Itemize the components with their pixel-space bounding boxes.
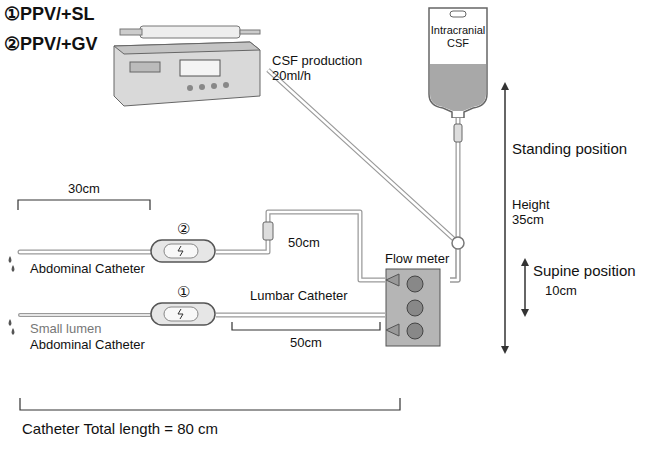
annotation-label: ①PPV/+SL <box>4 4 95 25</box>
node-label: CSF production 20ml/h <box>272 54 372 84</box>
annotation-label: Abdominal Catheter <box>30 338 145 353</box>
annotation-label: Lumbar Catheter <box>250 289 348 304</box>
valve: ② <box>150 220 216 263</box>
annotation-label: Standing position <box>512 140 627 157</box>
annotation-label: Abdominal Catheter <box>30 262 145 277</box>
dimension-bracket <box>18 200 400 410</box>
annotation-label: 10cm <box>545 284 577 299</box>
junction <box>452 237 464 249</box>
flow-meter: Flow meter <box>385 252 450 347</box>
supine-height-arrow <box>524 262 526 313</box>
node-label: Flow meter <box>385 252 449 267</box>
annotation-label: Height 35cm <box>512 198 562 228</box>
node-label: ② <box>150 220 216 237</box>
drip-chamber <box>454 124 462 142</box>
valve: ① <box>150 283 216 326</box>
node-label: Intracranial CSF <box>425 24 491 49</box>
syringe-pump: CSF production 20ml/h <box>110 22 268 110</box>
abdominal-catheter <box>20 252 150 315</box>
annotation-label: Small lumen <box>30 322 102 337</box>
node-label: ① <box>150 283 216 300</box>
annotation-label: 50cm <box>288 236 320 251</box>
annotation-label: ②PPV/+GV <box>4 34 98 55</box>
tube-connector <box>268 70 458 280</box>
csf-bag: Intracranial CSF <box>423 2 493 118</box>
tube-connector <box>216 315 385 316</box>
annotation-label: 30cm <box>68 182 100 197</box>
drops <box>9 256 15 335</box>
annotation-label: Catheter Total length = 80 cm <box>22 420 218 437</box>
annotation-label: Supine position <box>533 262 636 279</box>
standing-height-arrow <box>504 86 506 350</box>
tube-connector <box>216 212 385 280</box>
inline-chamber <box>263 222 273 240</box>
annotation-label: 50cm <box>290 336 322 351</box>
